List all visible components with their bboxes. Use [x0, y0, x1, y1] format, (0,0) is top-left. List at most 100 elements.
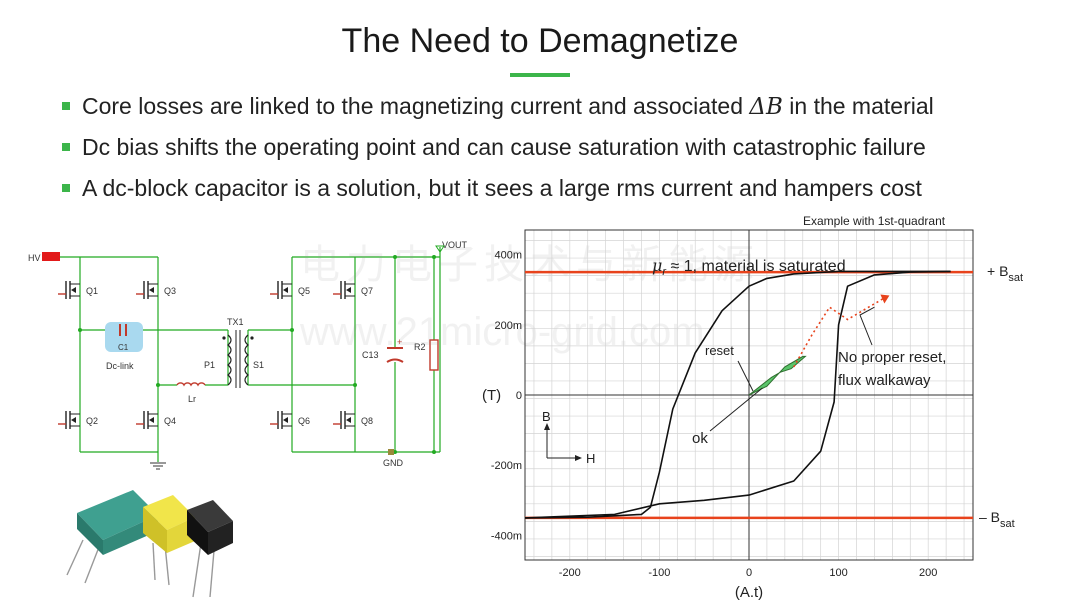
bsat-lines: + Bsat – Bsat [525, 263, 1023, 530]
tx1-label: TX1 [227, 317, 244, 327]
mosfet-q4: Q4 [136, 411, 176, 429]
y-tick-label: 0 [516, 390, 522, 402]
mosfet-label: Q5 [298, 286, 310, 296]
vout-label: VOUT [442, 240, 468, 250]
watermark-url: www.21micro-grid.com [300, 310, 705, 354]
mosfet-arrow [71, 287, 76, 293]
reset-label: reset [705, 343, 734, 358]
mosfet-arrow [71, 417, 76, 423]
example-note: Example with 1st-quadrant [803, 214, 946, 228]
bullet-core-losses: Core losses are linked to the magnetizin… [62, 90, 1072, 131]
x-tick-label: 0 [746, 567, 752, 579]
c13-label: C13 [362, 350, 379, 360]
vout-terminal [435, 245, 445, 253]
plus-bsat-subscript: sat [1008, 272, 1023, 284]
c1-highlight [105, 322, 143, 352]
capacitor-black [187, 500, 233, 555]
bullet-list: Core losses are linked to the magnetizin… [62, 90, 1072, 213]
hv-label: HV [28, 253, 41, 263]
no-reset-label-2: flux walkaway [838, 372, 931, 389]
no-reset-label-1: No proper reset, [838, 349, 946, 366]
transformer-tx1 [222, 330, 254, 388]
page-title: The Need to Demagnetize [341, 22, 739, 60]
hysteresis-chart: Example with 1st-quadrant + Bsat – Bsat -… [482, 214, 1023, 601]
bullet-dc-bias: Dc bias shifts the operating point and c… [62, 131, 1072, 172]
h-axis-arrow-head [575, 455, 582, 461]
s1-label: S1 [253, 360, 264, 370]
mosfet-q5: Q5 [270, 281, 310, 299]
capacitor-photo [66, 490, 233, 598]
mosfet-label: Q6 [298, 416, 310, 426]
bullet-text: Dc bias shifts the operating point and c… [82, 134, 926, 160]
x-tick-label: -200 [559, 567, 581, 579]
x-axis-label: (A.t) [735, 584, 763, 601]
title-underline [510, 73, 570, 77]
mu-subscript: r [662, 266, 667, 278]
b-axis-label: B [542, 409, 551, 424]
y-tick-label: -200m [491, 460, 522, 472]
mosfet-q1: Q1 [58, 281, 98, 299]
lr-label: Lr [188, 394, 196, 404]
bullet-dc-block: A dc-block capacitor is a solution, but … [62, 172, 1072, 213]
hysteresis-ascending [524, 270, 951, 519]
minor-loop-area [748, 355, 807, 396]
x-tick-label: 200 [919, 567, 937, 579]
hysteresis-curves [524, 270, 951, 519]
no-reset-arrow [859, 306, 875, 346]
y-axis-label: (T) [482, 387, 501, 404]
bullet-text: A dc-block capacitor is a solution, but … [82, 175, 922, 201]
y-tick-label: 400m [494, 250, 522, 262]
ok-label: ok [692, 430, 708, 447]
lr-inductor [176, 382, 206, 387]
gnd-label: GND [383, 458, 404, 468]
mosfet-q2: Q2 [58, 411, 98, 429]
p1-label: P1 [204, 360, 215, 370]
mosfet-label: Q3 [164, 286, 176, 296]
dc-link-label: Dc-link [106, 361, 134, 371]
mosfet-arrow [149, 417, 154, 423]
bullet-text-suffix: in the material [782, 93, 934, 119]
hv-terminal [42, 252, 60, 261]
r2-label: R2 [414, 342, 426, 352]
mosfet-q8: Q8 [333, 411, 373, 429]
h-axis-label: H [586, 451, 595, 466]
mosfet-q3: Q3 [136, 281, 176, 299]
gnd-terminal [388, 449, 394, 455]
mosfet-arrow [283, 287, 288, 293]
minus-bsat-label: – Bsat [979, 509, 1015, 530]
mosfet-label: Q2 [86, 416, 98, 426]
walkaway-arrow-head [880, 294, 890, 304]
bullet-text: Core losses are linked to the magnetizin… [82, 93, 750, 119]
mu-symbol: μ [652, 256, 662, 275]
c1-label: C1 [118, 343, 129, 352]
c13-plate-bottom [386, 358, 404, 363]
schematic-wires [60, 247, 441, 462]
mosfet-arrow [283, 417, 288, 423]
mosfet-q7: Q7 [333, 281, 373, 299]
mosfet-arrow [149, 287, 154, 293]
x-tick-label: -100 [648, 567, 670, 579]
mosfet-label: Q7 [361, 286, 373, 296]
mosfet-arrow [346, 417, 351, 423]
plus-bsat-label: + Bsat [987, 263, 1023, 284]
ok-arrow [709, 387, 763, 432]
mosfet-label: Q1 [86, 286, 98, 296]
capacitor-leads [66, 538, 216, 598]
y-tick-label: -400m [491, 530, 522, 542]
b-axis-arrow-head [544, 423, 550, 430]
ground-icon [150, 462, 166, 470]
walkaway-dotted-line [793, 297, 884, 368]
c13-plus: + [397, 337, 402, 347]
mosfet-q6: Q6 [270, 411, 310, 429]
hysteresis-descending [524, 270, 951, 519]
junction-dots [78, 255, 436, 454]
mu-annotation: μr ≈ 1, material is saturated [652, 256, 846, 278]
x-tick-label: 100 [829, 567, 847, 579]
y-tick-label: 200m [494, 320, 522, 332]
bullet-math: ΔB [749, 94, 783, 120]
bullet-square-icon [62, 143, 70, 151]
bullet-square-icon [62, 184, 70, 192]
mosfet-label: Q8 [361, 416, 373, 426]
